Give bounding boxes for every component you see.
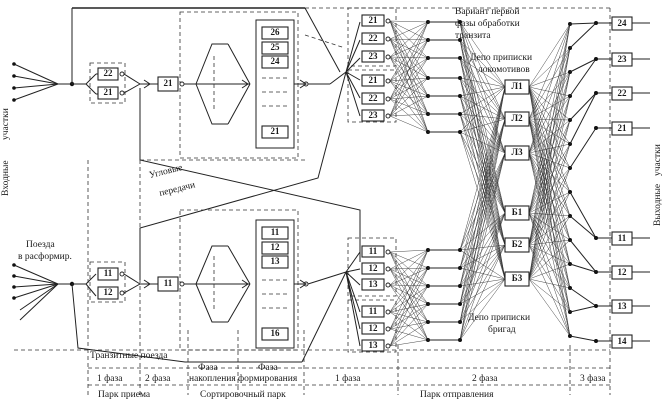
phase-2-label: 2 фаза [145,373,171,384]
crew-depot-2: Б2 [512,239,523,249]
lower-dep-b-3: 13 [369,340,379,350]
transit-variant-label-3: транзита [455,31,491,41]
crew-depot-label-1: Депо приписки [468,313,530,323]
form-phase-label-1: Фаза [258,363,278,373]
upper-sorting-park: 26 25 24 21 [179,11,330,159]
upper-reception-track-1 [97,67,119,81]
lower-dep-a-2: 12 [369,263,379,273]
incoming-label-1: Входные [1,160,11,196]
sorting-park-label: Сортировочный парк [200,389,286,400]
lower-dep-b-2: 12 [369,323,379,333]
loco-depot-3: Л3 [511,147,523,157]
upper-transit-bypass [304,7,341,73]
upper-dep-a-2: 22 [369,33,379,43]
phase-3-label: 3 фаза [580,373,606,384]
lower-reception-track-2: 12 [104,287,114,297]
lower-form-track-2: 12 [271,242,281,252]
output-boxes: 24 23 22 21 11 12 13 14 [611,16,650,349]
lower-hump: 11 [157,276,196,292]
upper-hump-label: 21 [164,78,174,88]
output-track-2: 23 [618,54,628,64]
lower-form-track-4: 16 [271,328,281,338]
dep-phase-2-label: 2 фаза [472,373,498,384]
upper-reception-track-1-label: 22 [104,68,114,78]
upper-dep-a-1: 21 [369,15,379,25]
upper-dep-b-3: 23 [369,110,379,120]
corner-transfers-label-2: передачи [158,180,196,199]
upper-incoming [12,7,305,102]
accum-phase-label-2: накопления [189,374,236,384]
connection-mesh [389,20,612,347]
upper-dep-b-1: 21 [369,75,379,85]
corner-transfers [139,71,361,280]
lower-sorting-park: 11 12 13 16 [179,209,347,351]
upper-transit-dashed [304,34,346,49]
lower-form-track-3: 13 [271,256,281,266]
output-track-5: 11 [618,233,627,243]
output-track-3: 22 [618,88,628,98]
transit-variant-label-2: фазы обработки [455,18,520,29]
upper-reception-track-2-label: 21 [104,87,114,97]
crew-depot-1: Б1 [512,207,523,217]
lower-reception-park: 11 12 [89,261,158,303]
phase-1-label: 1 фаза [97,373,123,384]
lower-hump-label: 11 [164,278,173,288]
upper-departure-park: 21 22 23 21 22 23 [345,7,397,123]
incoming-label-2: участки [1,108,11,140]
upper-dep-a-3: 23 [369,51,379,61]
reception-park-label: Парк приема [98,390,151,400]
upper-hump: 21 [157,76,196,92]
upper-dep-b-2: 22 [369,93,379,103]
lower-dep-b-1: 11 [369,306,378,316]
lower-dep-a-1: 11 [369,246,378,256]
lower-incoming [12,263,302,363]
transit-variant-label-1: Вариант первой [455,6,520,17]
loco-depot-label-1: Депо приписки [470,53,532,63]
trains-disband-label-2: в расформир. [18,251,72,262]
lower-form-track-1: 11 [271,227,280,237]
upper-form-track-1: 26 [271,27,281,37]
accum-phase-label-1: Фаза [198,363,218,373]
upper-reception-track-2 [97,86,119,100]
crew-depot-label-2: бригад [488,324,516,335]
upper-reception-park: 22 21 [89,62,158,104]
trains-disband-label-1: Поезда [26,240,55,250]
output-track-1: 24 [618,18,628,28]
lower-dep-a-3: 13 [369,279,379,289]
lower-departure-park: 11 12 13 11 12 13 [301,237,397,363]
loco-depot-1: Л1 [511,81,523,91]
outgoing-label-1: Выходные [653,184,663,226]
transit-trains-label: Транзитные поезда [90,351,168,361]
output-track-8: 14 [618,336,628,346]
departure-park-label: Парк отправления [420,390,494,400]
loco-depot-2: Л2 [511,113,523,123]
upper-form-track-4: 21 [271,126,281,136]
dep-phase-1-label: 1 фаза [335,373,361,384]
outgoing-label-2: участки [653,144,663,176]
output-track-4: 21 [618,123,628,133]
upper-form-track-3: 24 [271,56,281,66]
form-phase-label-2: формирования [238,373,298,384]
depot-boxes: Л1 Л2 Л3 Б1 Б2 Б3 [504,79,530,287]
upper-form-track-2: 25 [271,42,281,52]
crew-depot-3: Б3 [512,273,523,283]
loco-depot-label-2: локомотивов [478,65,530,75]
lower-reception-track-1: 11 [104,268,113,278]
output-track-7: 13 [618,301,628,311]
output-track-6: 12 [618,267,628,277]
